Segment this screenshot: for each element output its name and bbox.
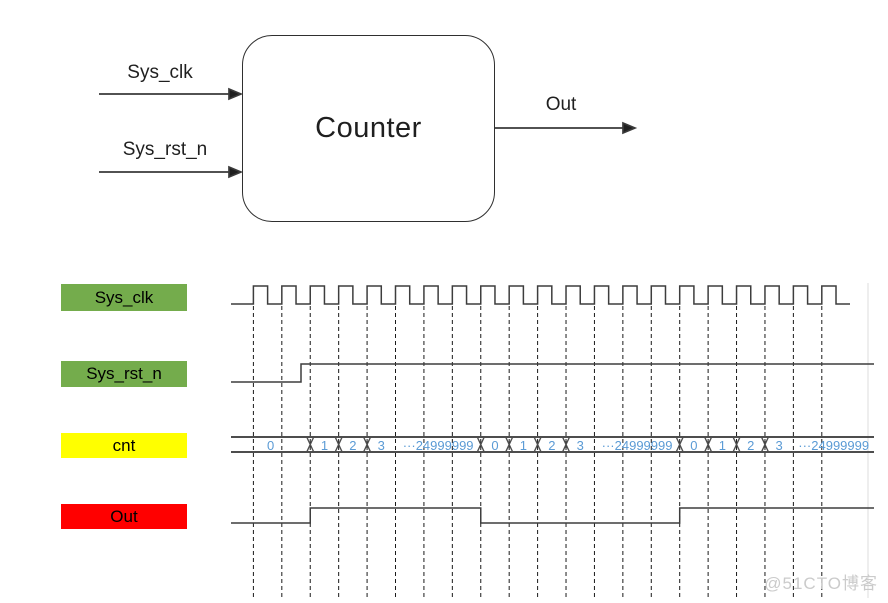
cnt-value: ···24999999	[602, 438, 673, 453]
cnt-transition-x	[760, 436, 770, 453]
cnt-transition-x	[306, 436, 315, 453]
cnt-value: 2	[747, 438, 754, 453]
cnt-transition-x	[362, 436, 372, 453]
signal-label-cnt: cnt	[61, 433, 187, 458]
signal-label-out: Out	[61, 504, 187, 529]
cnt-transition-x	[505, 436, 514, 453]
sys-clk-waveform	[231, 285, 850, 305]
cnt-value: ···24999999	[798, 438, 869, 453]
input-label-sys-clk: Sys_clk	[127, 62, 193, 83]
cnt-transition-x	[732, 436, 741, 453]
cnt-value: 3	[577, 438, 584, 453]
cnt-transition-x	[476, 436, 485, 453]
counter-module-title: Counter	[315, 112, 422, 144]
cnt-value: ···24999999	[403, 438, 474, 453]
sys-clk-arrowhead-icon	[228, 87, 244, 101]
cnt-transition-x	[334, 436, 343, 453]
cnt-transition-x	[675, 436, 684, 453]
cnt-value: 3	[378, 438, 385, 453]
out-waveform	[231, 507, 874, 524]
output-label-out: Out	[545, 94, 577, 115]
cnt-value: 2	[349, 438, 356, 453]
cnt-value: 1	[321, 438, 328, 453]
cnt-value: 3	[776, 438, 783, 453]
cnt-transition-x	[533, 436, 542, 453]
cnt-value: 1	[719, 438, 726, 453]
cnt-value: 1	[520, 438, 527, 453]
cnt-value: 0	[690, 438, 697, 453]
input-label-sys-rst-n: Sys_rst_n	[122, 139, 208, 160]
cnt-value: 2	[548, 438, 555, 453]
signal-label-sys-rst-n: Sys_rst_n	[61, 361, 187, 387]
signal-label-sys-clk: Sys_clk	[61, 284, 187, 311]
cnt-value: 0	[267, 438, 274, 453]
cnt-transition-x	[561, 436, 571, 453]
cnt-value: 0	[491, 438, 498, 453]
sys-rst-arrowhead-icon	[228, 165, 244, 179]
out-arrowhead-icon	[622, 121, 638, 135]
block-diagram-arrows	[99, 87, 638, 179]
counter-module-box: Counter	[242, 35, 495, 222]
cnt-transition-x	[703, 436, 713, 453]
watermark: @51CTO博客	[764, 574, 878, 593]
sys-rst-n-waveform	[231, 363, 874, 383]
